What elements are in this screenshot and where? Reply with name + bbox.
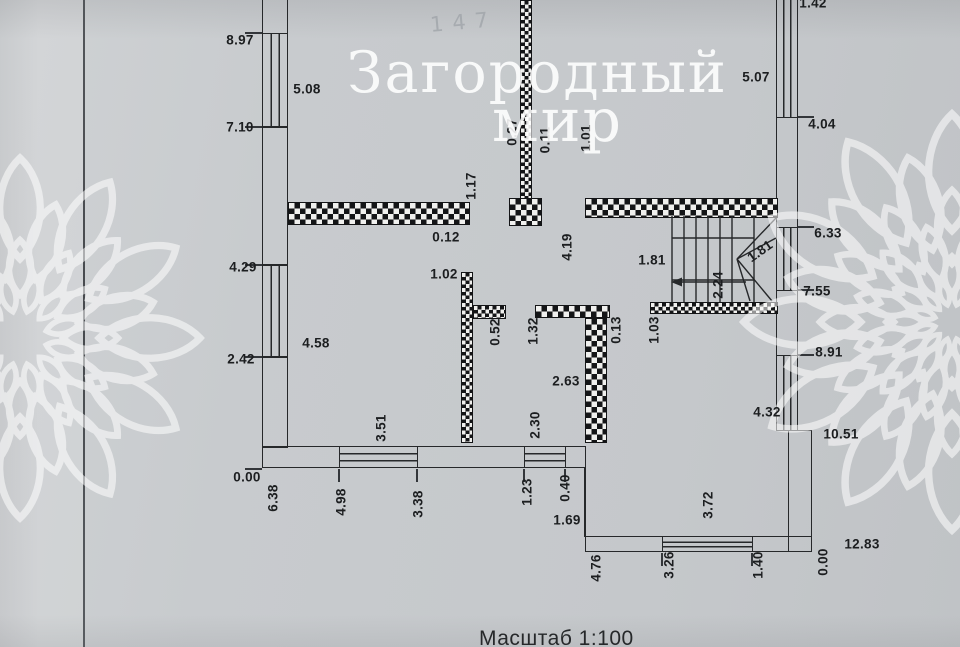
- dimension-tick: [245, 468, 262, 470]
- dimension-label: 4.32: [753, 404, 781, 420]
- dimension-label: 0.11: [537, 126, 553, 154]
- annex-bottom-wall-window: [662, 536, 753, 552]
- paper-fold-line: [83, 0, 85, 647]
- dimension-label: 1.17: [463, 172, 479, 200]
- dimension-tick: [798, 354, 814, 356]
- dimension-label: 12.83: [844, 536, 880, 552]
- dimension-label: 4.58: [302, 335, 330, 351]
- dimension-tick: [245, 264, 262, 266]
- dimension-label: 1.42: [799, 0, 827, 11]
- dimension-label: 7.10: [226, 119, 254, 135]
- interior-wall-left-horizontal: [288, 202, 470, 225]
- dimension-label: 3.51: [373, 414, 389, 442]
- left-wall-segment: [262, 0, 288, 34]
- bottom-wall-window-1: [339, 446, 418, 468]
- left-wall-segment: [262, 356, 288, 448]
- dimension-label: 0.13: [608, 316, 624, 344]
- interior-wall-centerT-horizontal: [535, 305, 610, 318]
- dimension-label: 2.30: [527, 411, 543, 439]
- dimension-label: 1.81: [638, 252, 666, 268]
- interior-wall-midleft-branch: [473, 305, 506, 319]
- interior-wall-center-block: [509, 198, 542, 226]
- annex-bottom-wall-segment: [585, 536, 663, 552]
- dimension-label: 10.51: [823, 426, 859, 442]
- bottom-wall-window-2: [524, 446, 566, 468]
- watermark-title-line1: Загородный: [347, 40, 728, 106]
- dimension-label: 6.38: [265, 484, 281, 512]
- dimension-tick: [564, 469, 566, 482]
- scale-caption: Масштаб 1:100: [479, 627, 634, 647]
- dimension-label: 4.76: [588, 554, 604, 582]
- bottom-wall-segment: [565, 446, 586, 468]
- dimension-tick: [751, 553, 753, 566]
- dimension-label: 4.29: [229, 259, 257, 275]
- dimension-label: 2.42: [227, 351, 255, 367]
- dimension-label: 5.08: [293, 81, 321, 97]
- bottom-wall-segment: [417, 446, 525, 468]
- left-wall-segment: [262, 126, 288, 266]
- right-wall-window-3: [776, 355, 798, 431]
- dimension-label: 3.72: [700, 491, 716, 519]
- dimension-label: 1.32: [525, 317, 541, 345]
- annex-right-wall: [788, 430, 812, 552]
- dimension-label: 1.40: [750, 551, 766, 579]
- dimension-label: 0.00: [233, 469, 261, 485]
- dimension-tick: [338, 469, 340, 482]
- stair-direction-arrow: [671, 277, 682, 287]
- dimension-tick: [416, 469, 418, 482]
- dimension-label: 6.33: [814, 225, 842, 241]
- interior-wall-midleft-vertical: [461, 272, 473, 443]
- dimension-tick: [523, 469, 525, 482]
- dimension-label: 4.04: [808, 116, 836, 132]
- dimension-label: 1.23: [519, 478, 535, 506]
- dimension-label: 0.12: [432, 229, 460, 245]
- dimension-label: 1.01: [578, 124, 594, 152]
- dimension-label: 3.26: [661, 551, 677, 579]
- bottom-wall-segment: [262, 446, 340, 468]
- left-wall-window-2: [262, 264, 288, 358]
- dimension-label: 1.02: [430, 266, 458, 282]
- dimension-tick: [245, 32, 262, 34]
- dimension-label: 0.00: [815, 548, 831, 576]
- dimension-label: 3.38: [410, 490, 426, 518]
- pencil-note: 147: [429, 7, 499, 37]
- dimension-label: 1.03: [646, 316, 662, 344]
- dimension-tick: [245, 126, 262, 128]
- dimension-label: 1.69: [553, 512, 581, 528]
- interior-wall-centerT-vertical: [585, 318, 607, 443]
- dimension-label: 2.24: [710, 271, 726, 299]
- paper-margin: [0, 0, 83, 647]
- dimension-label: 0.27: [504, 118, 520, 146]
- dimension-label: 4.19: [559, 233, 575, 261]
- interior-wall-center-vertical: [520, 0, 532, 199]
- dimension-label: 0.52: [487, 318, 503, 346]
- dimension-label: 7.55: [803, 283, 831, 299]
- dimension-label: 2.63: [552, 373, 580, 389]
- dimension-label: 8.97: [226, 32, 254, 48]
- dimension-label: 0.40: [557, 474, 573, 502]
- staircase: [671, 216, 777, 302]
- annex-left-wall-line: [584, 468, 586, 537]
- dimension-tick: [245, 356, 262, 358]
- dimension-label: 4.98: [333, 488, 349, 516]
- dimension-label: 5.07: [742, 69, 770, 85]
- left-wall-window-1: [262, 33, 288, 128]
- dimension-tick: [661, 553, 663, 566]
- dimension-label: 8.91: [815, 344, 843, 360]
- right-wall-window-1: [776, 0, 798, 118]
- annex-bottom-wall-segment: [752, 536, 812, 552]
- dimension-tick: [798, 226, 814, 228]
